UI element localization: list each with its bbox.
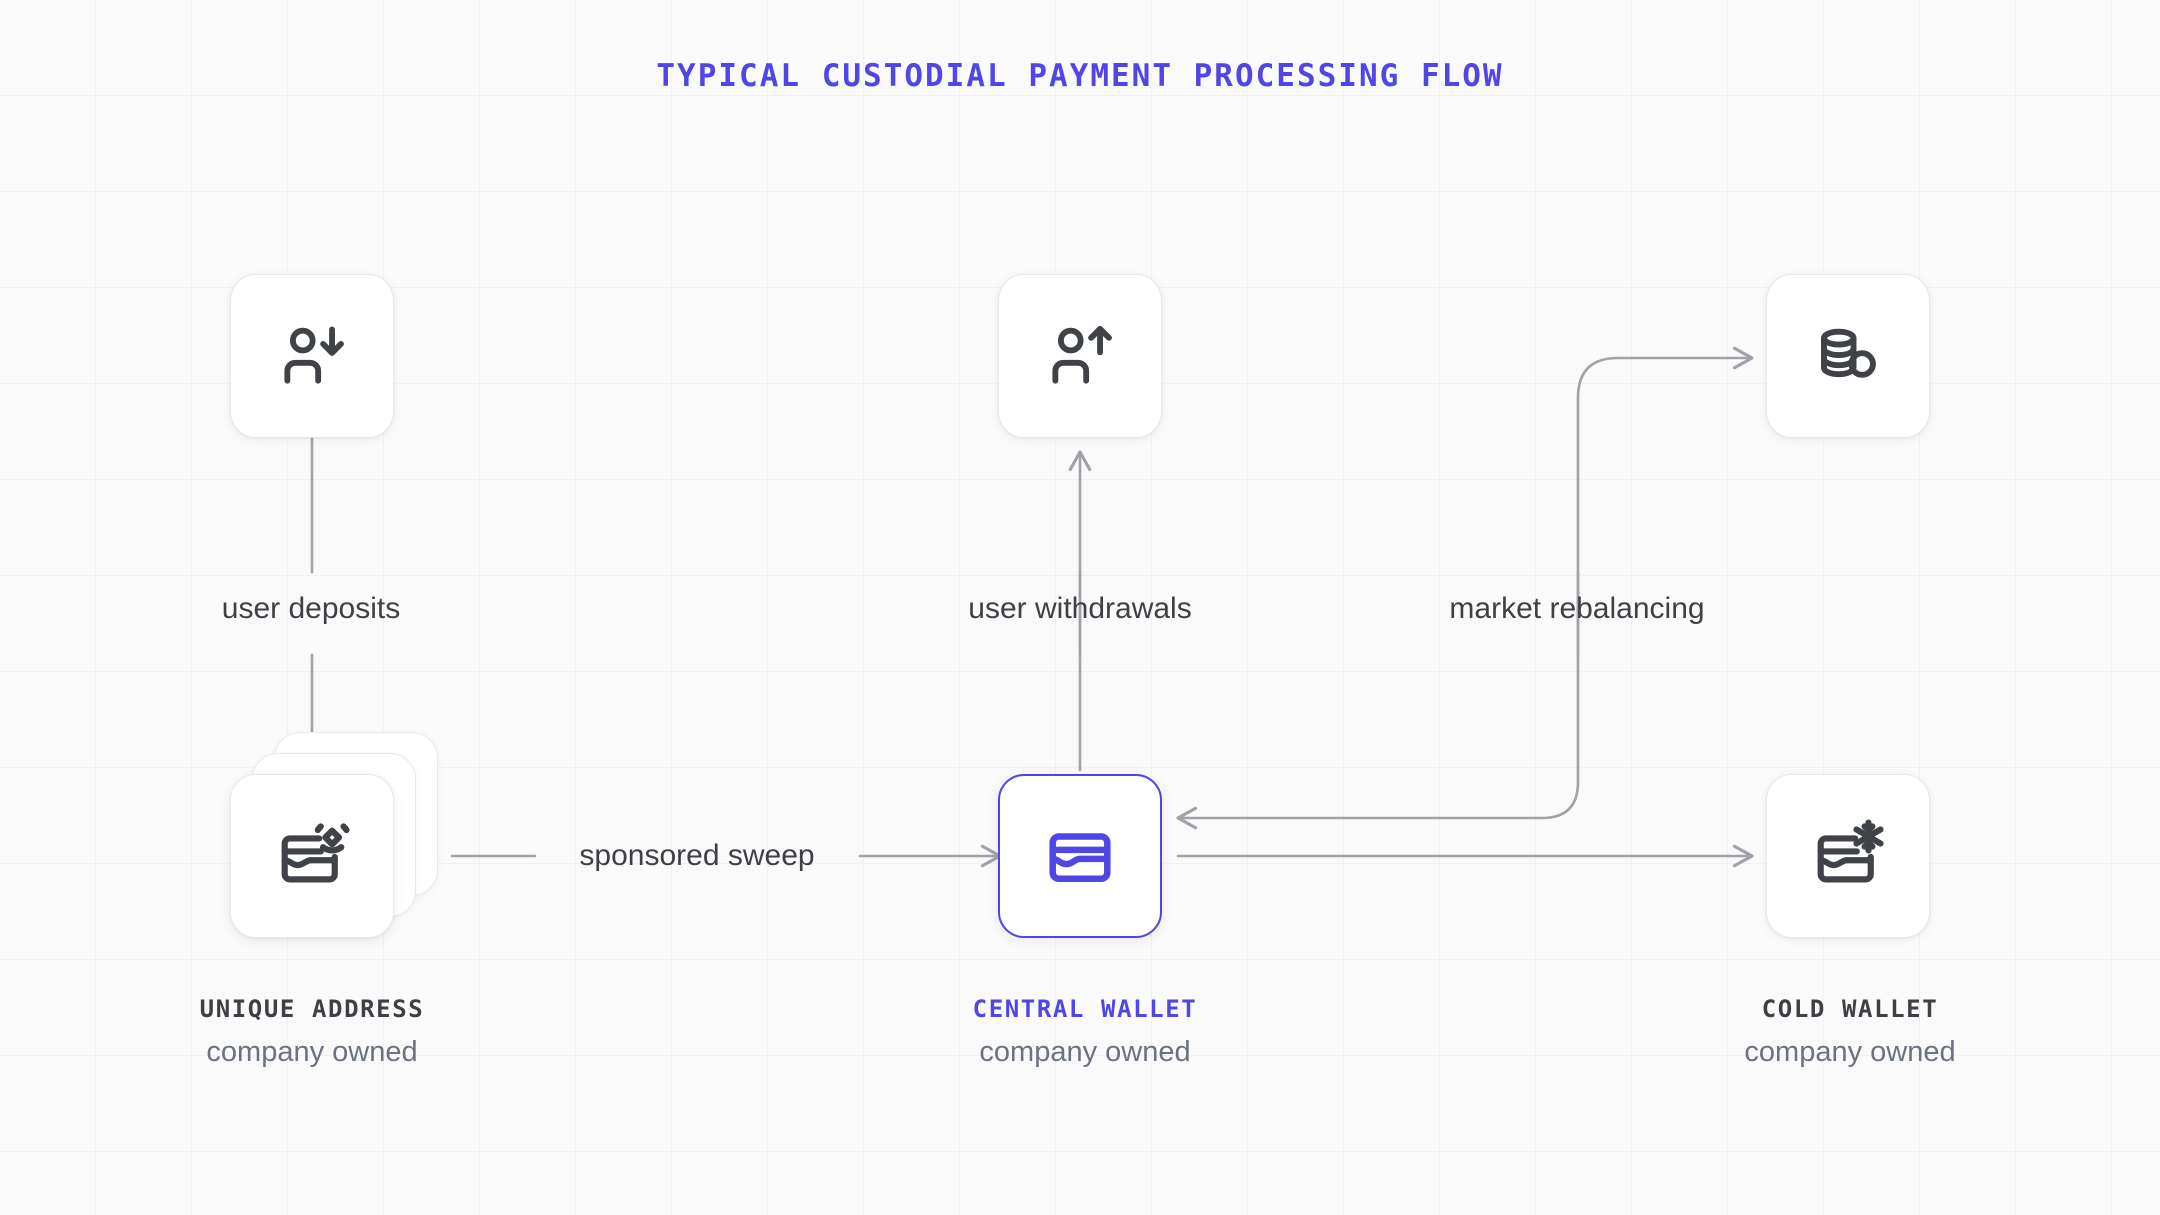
- node-central-wallet[interactable]: [998, 774, 1162, 938]
- edge-label-user-withdrawals: user withdrawals: [968, 592, 1192, 625]
- caption-subtitle: company owned: [206, 1036, 418, 1068]
- node-cold-wallet[interactable]: [1766, 774, 1930, 938]
- stack-layer-front: [230, 774, 394, 938]
- caption-unique-address: UNIQUE ADDRESS company owned: [82, 995, 542, 1069]
- caption-subtitle: company owned: [979, 1036, 1191, 1068]
- edge-label-sponsored-sweep: sponsored sweep: [579, 839, 815, 872]
- wallet-diamond-icon: [273, 817, 351, 895]
- caption-title: COLD WALLET: [1761, 995, 1939, 1023]
- user-arrow-up-icon: [1043, 319, 1117, 393]
- caption-title: CENTRAL WALLET: [972, 995, 1198, 1023]
- caption-cold-wallet: COLD WALLET company owned: [1620, 995, 2080, 1069]
- node-unique-address[interactable]: [230, 732, 438, 938]
- edge-label-user-deposits: user deposits: [221, 592, 401, 625]
- edge-label-market-rebalancing: market rebalancing: [1449, 592, 1705, 625]
- edge-market-rebalancing: [1176, 346, 1754, 830]
- caption-central-wallet: CENTRAL WALLET company owned: [855, 995, 1315, 1069]
- node-user-deposit[interactable]: [230, 274, 394, 438]
- wallet-icon: [1041, 817, 1119, 895]
- node-market[interactable]: [1766, 274, 1930, 438]
- page-title: TYPICAL CUSTODIAL PAYMENT PROCESSING FLO…: [656, 58, 1504, 94]
- wallet-snowflake-icon: [1809, 817, 1887, 895]
- user-arrow-down-icon: [275, 319, 349, 393]
- caption-subtitle: company owned: [1744, 1036, 1956, 1068]
- node-user-withdraw[interactable]: [998, 274, 1162, 438]
- coins-stack-icon: [1811, 319, 1885, 393]
- caption-title: UNIQUE ADDRESS: [199, 995, 425, 1023]
